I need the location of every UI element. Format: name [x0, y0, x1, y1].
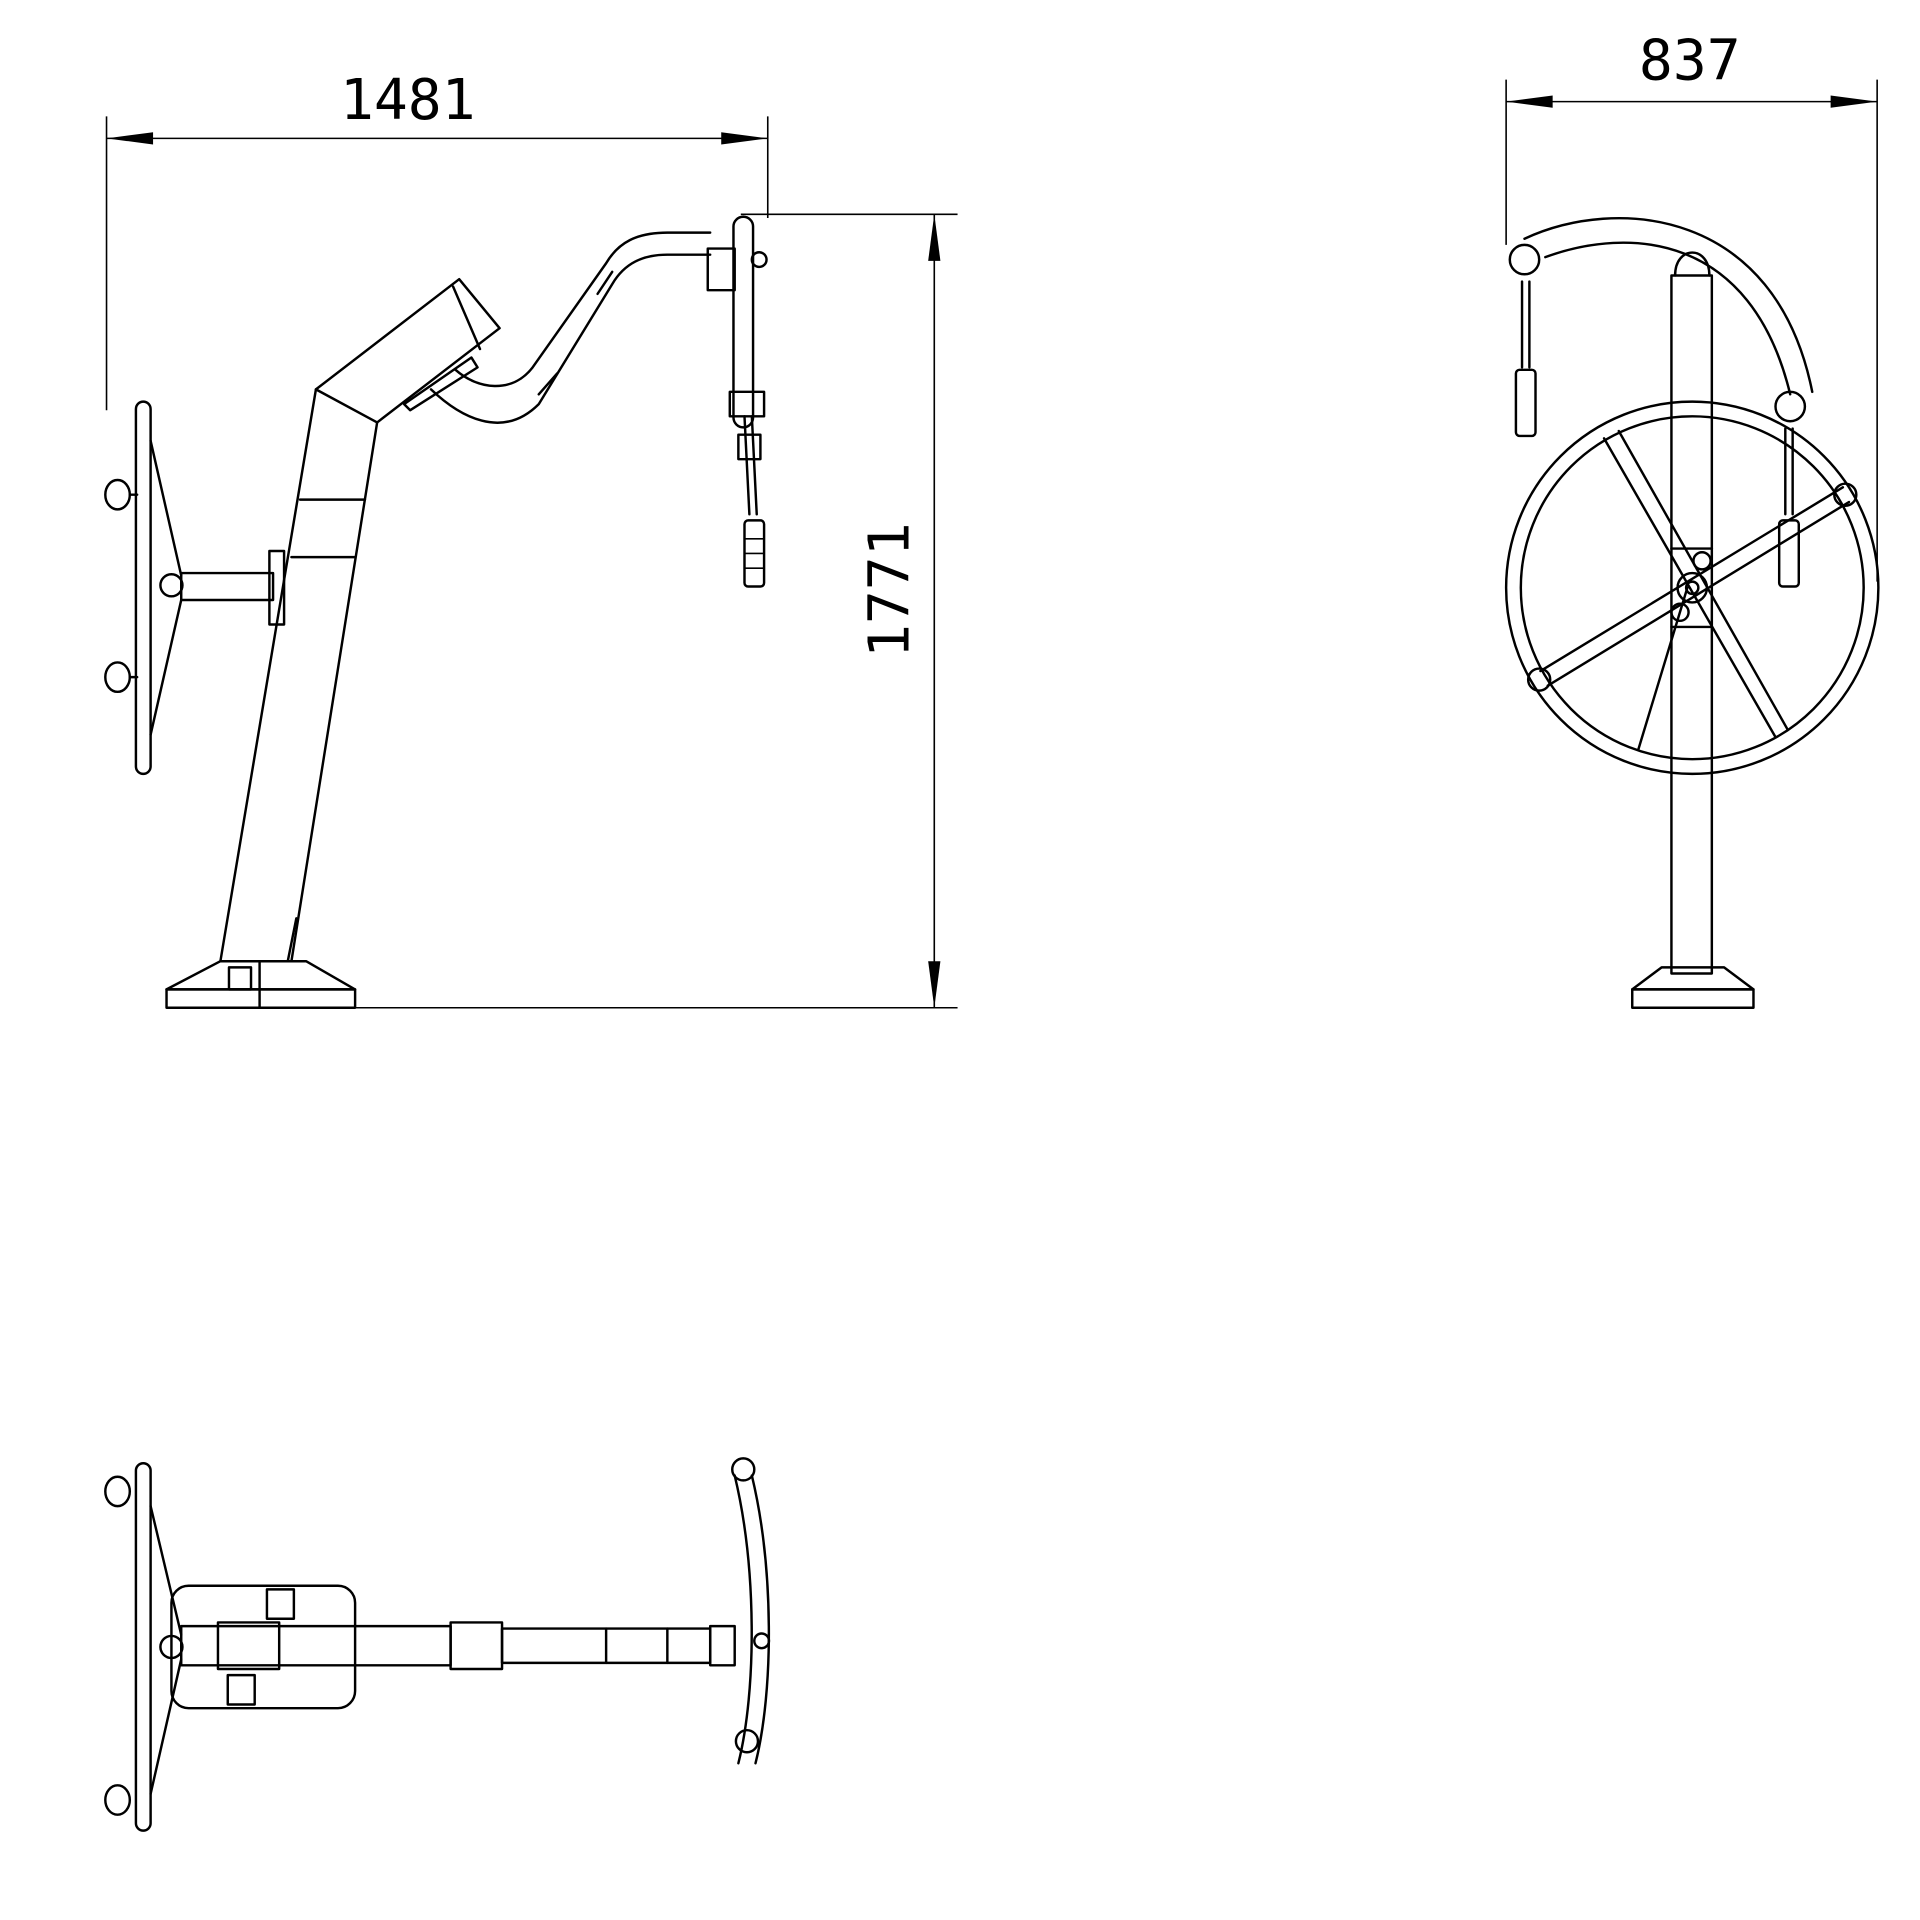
top-arc-bar: [1508, 217, 1814, 588]
base-plate: [165, 960, 357, 1009]
dimension-length-label: 1481: [340, 68, 476, 133]
base-top: [170, 1584, 357, 1710]
hand-wheel: [1504, 400, 1880, 776]
dimension-height: 1771: [166, 213, 958, 1009]
front-post: [1631, 251, 1755, 1009]
dimension-width-label: 837: [1639, 29, 1741, 94]
dimension-height-label: 1771: [858, 522, 923, 658]
top-view: [104, 1457, 771, 1832]
right-handle-side: [728, 215, 768, 588]
arm-top: [180, 1621, 736, 1671]
left-wheel-top: [104, 1462, 184, 1832]
dimension-width: 837: [1505, 29, 1878, 582]
dimension-length: 1481: [105, 68, 769, 411]
main-post: [219, 277, 501, 963]
front-view: 837: [1504, 29, 1880, 1009]
right-handle-top: [731, 1457, 771, 1765]
side-view: 1481 1771: [104, 68, 958, 1009]
left-wheel-side: [104, 400, 286, 776]
curved-arm: [429, 231, 736, 424]
